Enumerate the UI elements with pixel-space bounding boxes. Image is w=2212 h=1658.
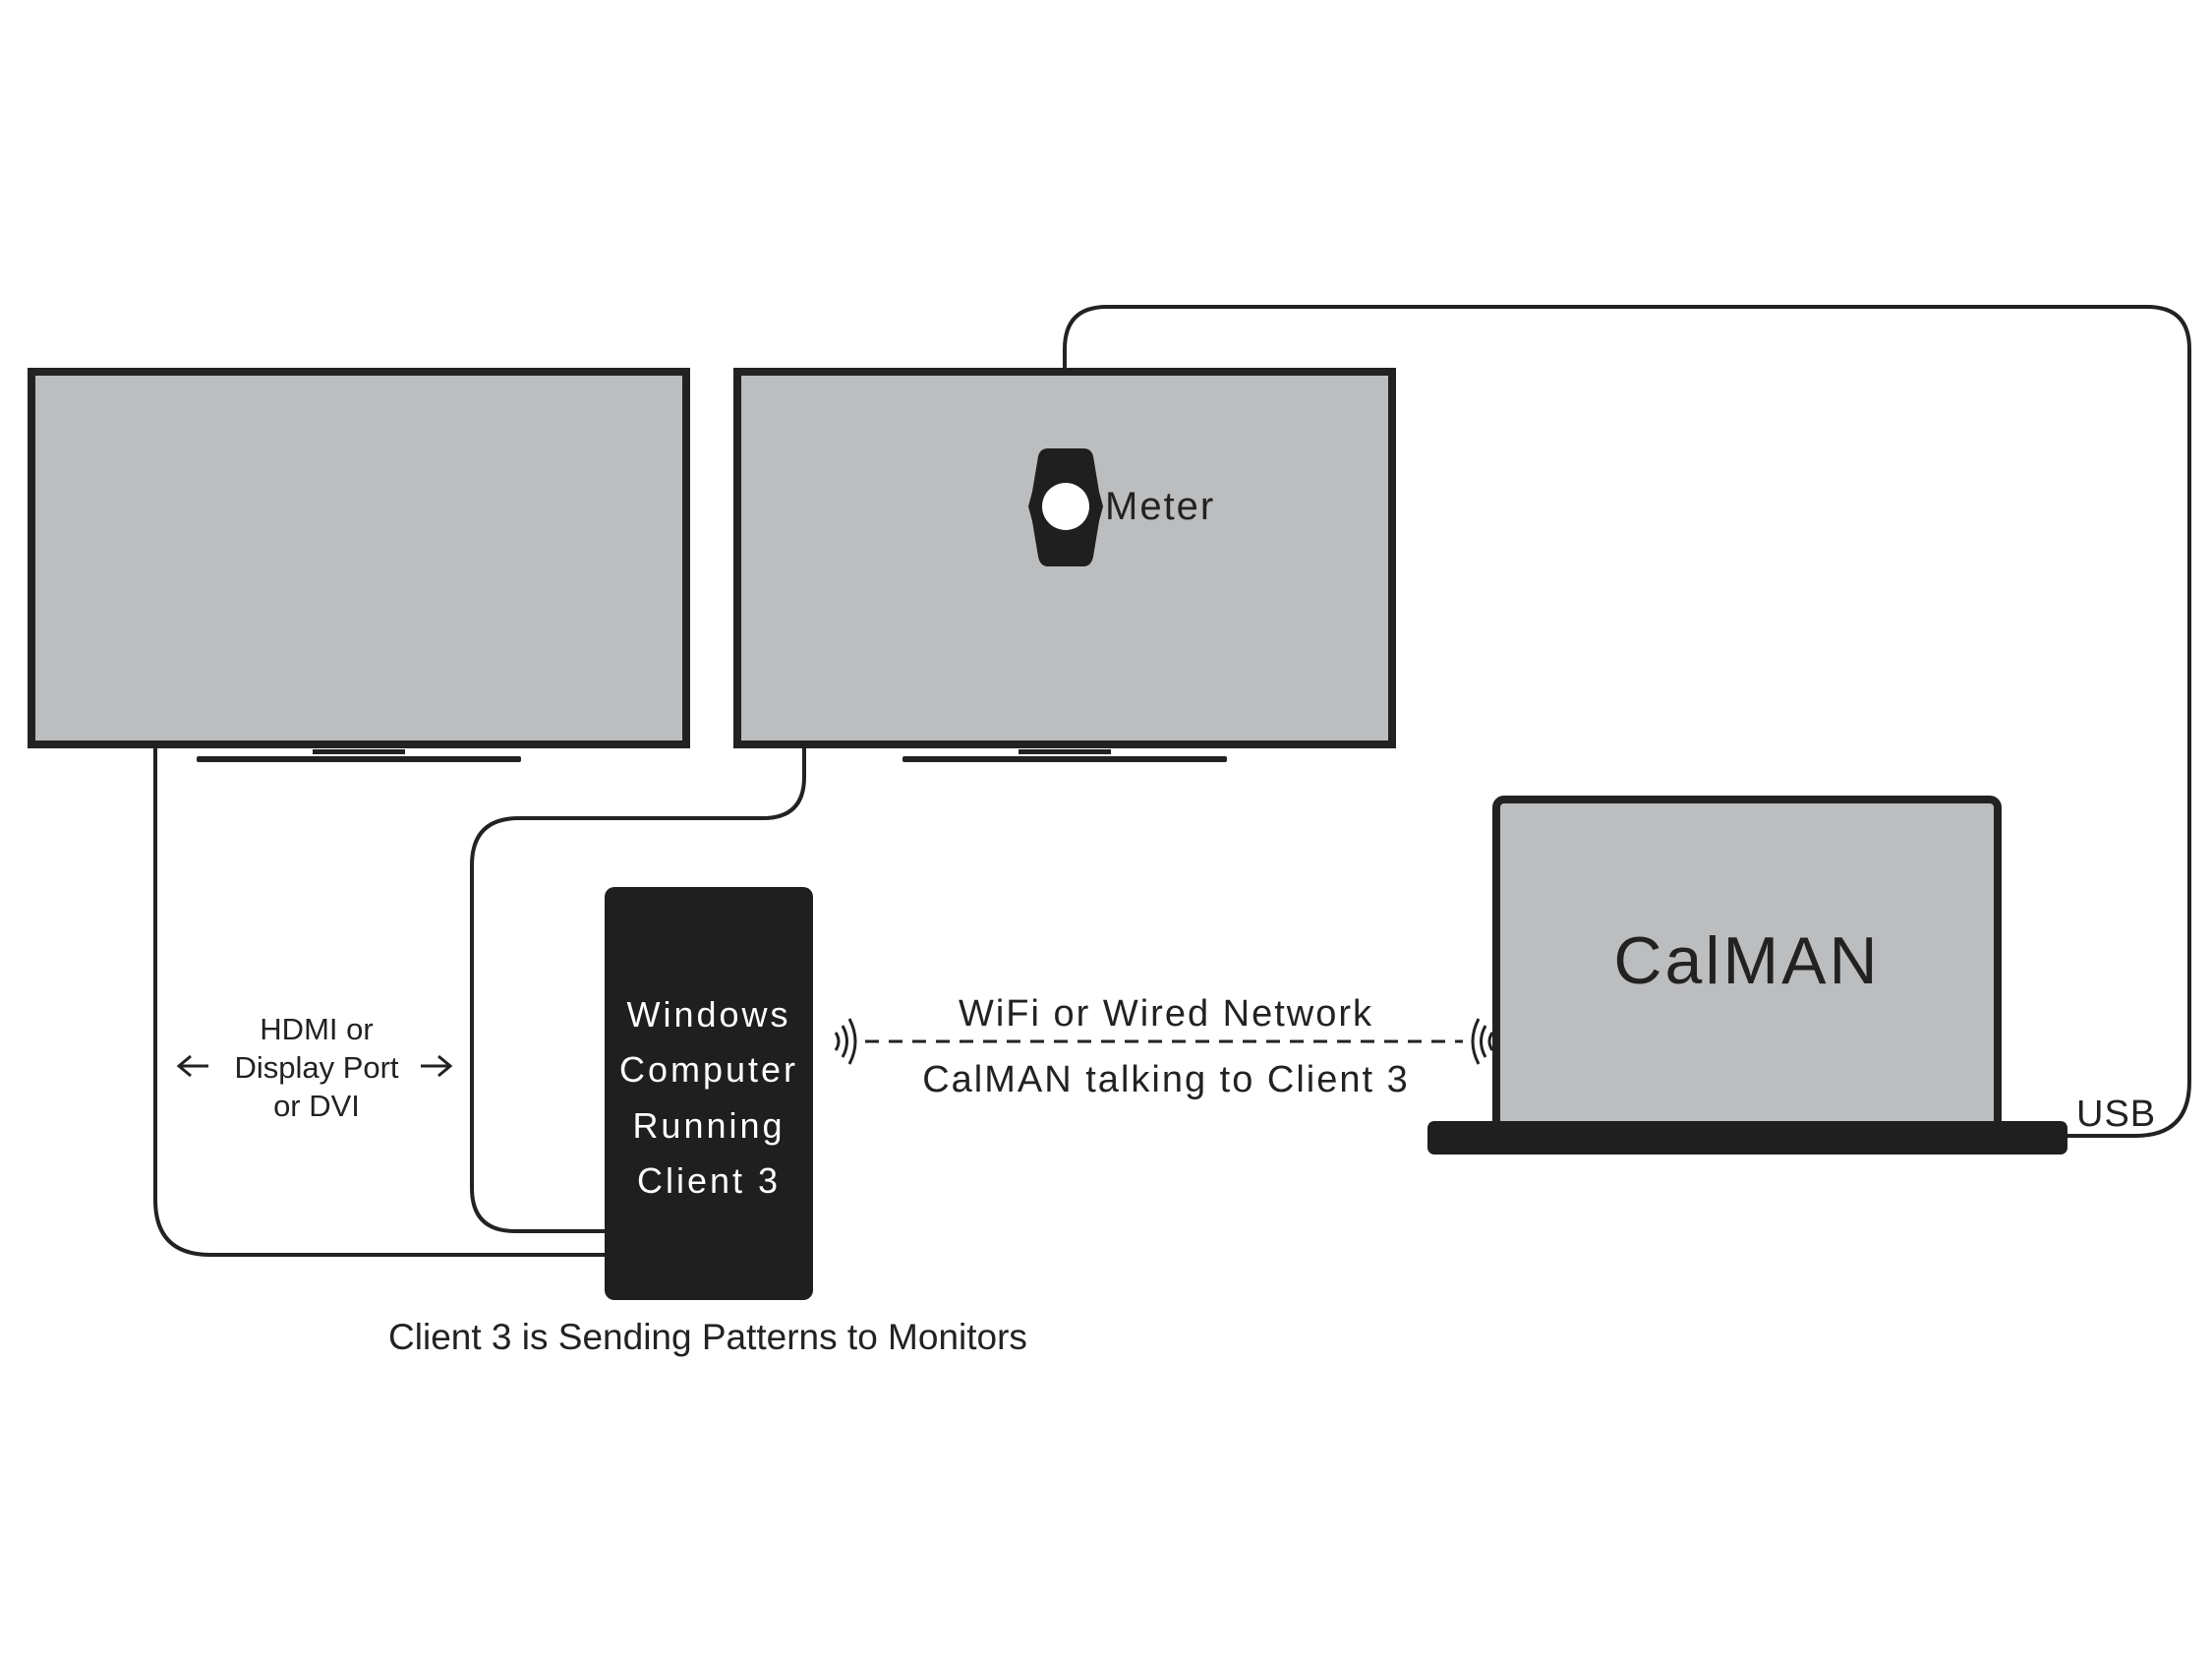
meter-lens-icon xyxy=(1042,483,1089,530)
left-monitor xyxy=(28,368,690,762)
diagram-caption: Client 3 is Sending Patterns to Monitors xyxy=(388,1317,1027,1357)
computer-label-line-2: Computer xyxy=(619,1049,798,1090)
left-monitor-screen xyxy=(28,368,690,748)
network-label: WiFi or Wired Network xyxy=(959,993,1373,1035)
meter: Meter xyxy=(1028,448,1215,566)
network-sublabel: CalMAN talking to Client 3 xyxy=(922,1059,1410,1100)
network-connection: WiFi or Wired Network CalMAN talking to … xyxy=(834,993,1494,1100)
laptop-base xyxy=(1427,1121,2067,1155)
right-monitor xyxy=(733,368,1396,762)
left-monitor-stand-base xyxy=(197,756,521,762)
arrow-left-icon xyxy=(176,1054,208,1078)
left-monitor-stand-neck xyxy=(313,749,405,754)
laptop: CalMAN xyxy=(1427,796,2067,1155)
meter-label: Meter xyxy=(1105,485,1215,528)
right-monitor-stand-base xyxy=(902,756,1227,762)
computer-tower xyxy=(605,887,813,1300)
video-label-line-3: or DVI xyxy=(273,1089,360,1123)
computer-label-line-4: Client 3 xyxy=(637,1160,781,1201)
video-label-line-1: HDMI or xyxy=(260,1012,373,1046)
arrow-right-icon xyxy=(421,1054,453,1078)
wireless-signal-left-icon xyxy=(834,1018,857,1065)
video-cable-left xyxy=(153,747,605,1257)
video-label-line-2: Display Port xyxy=(234,1050,398,1085)
computer-label-line-1: Windows xyxy=(626,994,790,1035)
laptop-screen-label: CalMAN xyxy=(1613,923,1880,998)
video-connection-annotation: HDMI or Display Port or DVI xyxy=(176,1012,453,1123)
wireless-signal-right-icon xyxy=(1471,1018,1494,1065)
usb-label: USB xyxy=(2076,1094,2156,1135)
computer-label-line-3: Running xyxy=(632,1105,785,1146)
video-cable-right xyxy=(470,747,806,1233)
usb-cable xyxy=(1063,305,2191,1138)
right-monitor-stand-neck xyxy=(1019,749,1111,754)
windows-computer: Windows Computer Running Client 3 xyxy=(605,887,813,1300)
